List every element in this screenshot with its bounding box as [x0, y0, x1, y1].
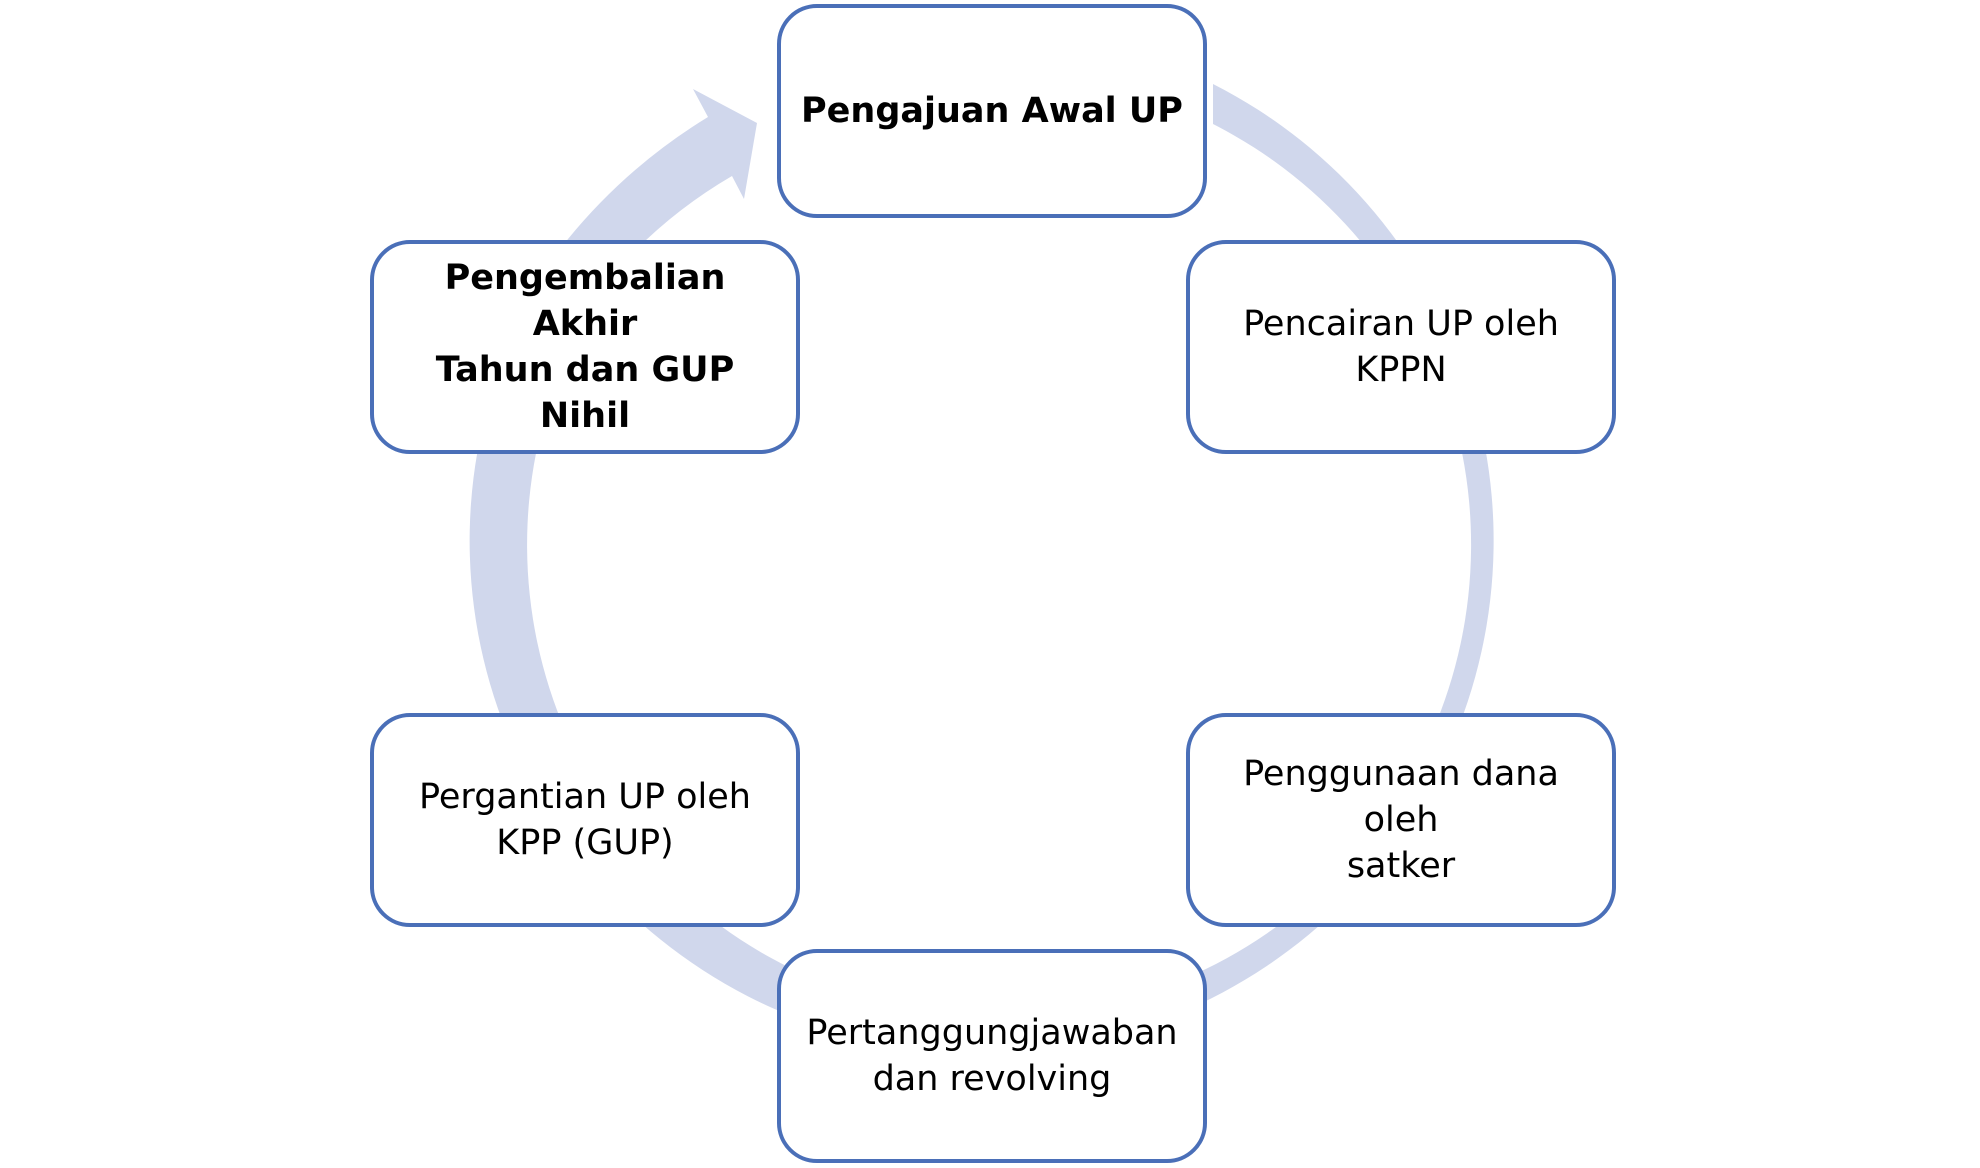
cycle-node-pengajuan-awal-up: Pengajuan Awal UP [777, 4, 1207, 218]
cycle-node-pencairan-up: Pencairan UP oleh KPPN [1186, 240, 1616, 454]
cycle-node-pertanggungjawaban: Pertanggungjawaban dan revolving [777, 949, 1207, 1163]
cycle-node-pergantian-up: Pergantian UP oleh KPP (GUP) [370, 713, 800, 927]
cycle-node-penggunaan-dana: Penggunaan dana oleh satker [1186, 713, 1616, 927]
cycle-node-label: Pengembalian Akhir Tahun dan GUP Nihil [435, 258, 735, 436]
cycle-node-label: Pertanggungjawaban dan revolving [806, 1013, 1178, 1099]
cycle-node-label: Pengajuan Awal UP [801, 91, 1183, 131]
cycle-node-label: Pergantian UP oleh KPP (GUP) [419, 777, 751, 863]
cycle-node-label: Pencairan UP oleh KPPN [1243, 304, 1559, 390]
cycle-node-pengembalian-akhir-tahun: Pengembalian Akhir Tahun dan GUP Nihil [370, 240, 800, 454]
cycle-node-label: Penggunaan dana oleh satker [1243, 754, 1559, 886]
